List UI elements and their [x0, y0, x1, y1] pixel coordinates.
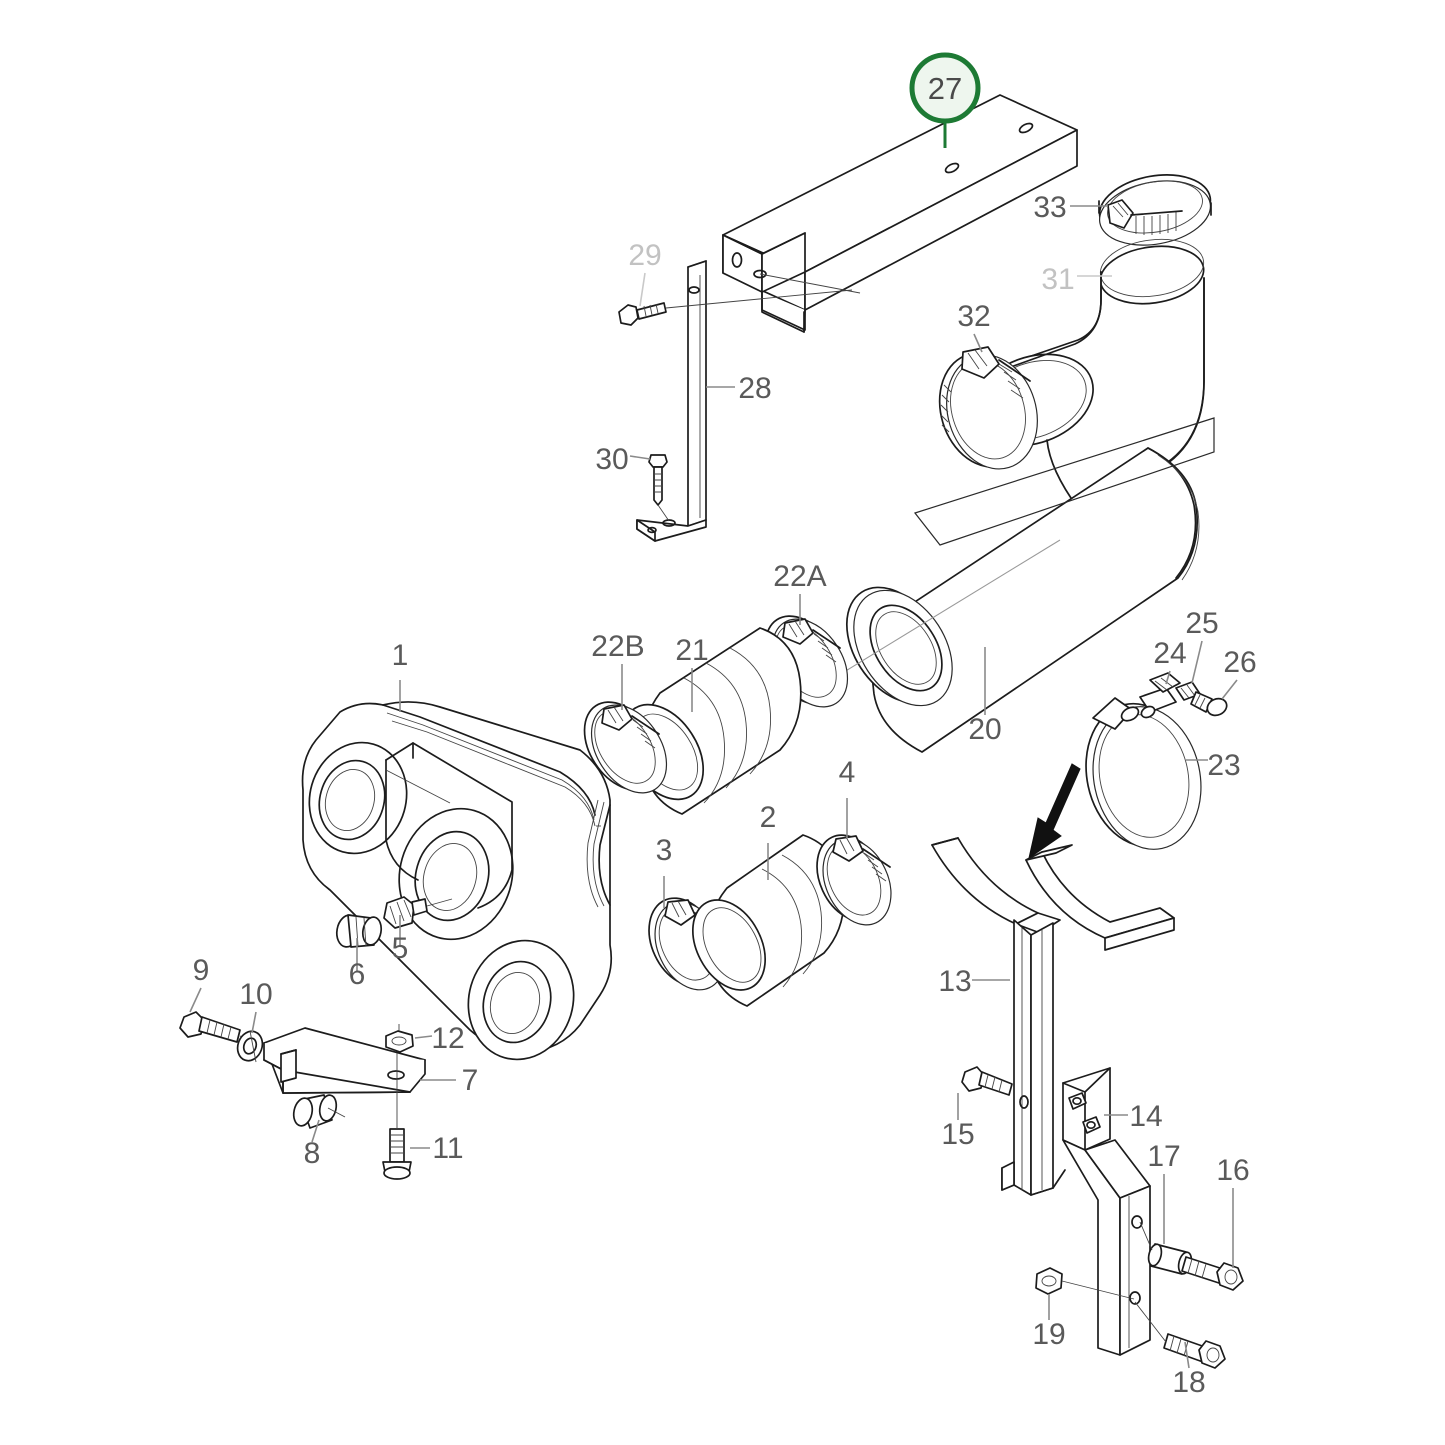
- part-29-bolt: [618, 289, 853, 326]
- callout-5: 5: [392, 932, 409, 965]
- callout-1: 1: [392, 639, 409, 672]
- part-8-bushing: [292, 1094, 346, 1129]
- callout-11: 11: [432, 1132, 463, 1165]
- part-28-strap-bracket: [636, 260, 707, 542]
- callout-25: 25: [1185, 607, 1218, 640]
- callout-31: 31: [1041, 263, 1074, 296]
- callout-9: 9: [193, 954, 210, 987]
- part-23-v-band-clamp: [1085, 687, 1202, 850]
- callout-7: 7: [462, 1064, 479, 1097]
- callout-14: 14: [1129, 1100, 1162, 1133]
- leader-lines: [189, 205, 1238, 1369]
- part-2-intake-hose: [692, 834, 845, 1007]
- part-32-hose-clamp: [938, 346, 1038, 470]
- part-15-bolt: [961, 1066, 1013, 1096]
- part-12-nut: [385, 1024, 414, 1053]
- callout-4: 4: [839, 756, 856, 789]
- callout-18: 18: [1172, 1366, 1205, 1399]
- highlight-callout-27[interactable]: 27: [909, 52, 981, 148]
- callout-6: 6: [349, 958, 366, 991]
- part-27-support-beam: [722, 94, 1078, 333]
- part-26-bolt: [1190, 691, 1228, 717]
- part-11-flange-bolt: [382, 1053, 412, 1180]
- callout-21: 21: [675, 634, 708, 667]
- part-5-fitting: [383, 896, 453, 929]
- callout-22a: 22A: [773, 560, 826, 593]
- part-30-bolt: [648, 454, 670, 522]
- part-13-channel-bracket: [931, 837, 1175, 1196]
- callout-23: 23: [1207, 749, 1240, 782]
- callout-24: 24: [1153, 637, 1186, 670]
- callout-10: 10: [239, 978, 272, 1011]
- callout-17: 17: [1147, 1140, 1180, 1173]
- part-33-hose-clamp: [1098, 174, 1212, 246]
- part-20-air-filter-canister: [699, 417, 1215, 761]
- assembly-arrow: [1028, 763, 1081, 860]
- callout-28: 28: [738, 372, 771, 405]
- callout-33: 33: [1033, 191, 1066, 224]
- callout-labels: 1 2 3 4 5 6 7 8 9 10 11 12 13 14 15 16 1…: [193, 191, 1257, 1399]
- callout-15: 15: [941, 1118, 974, 1151]
- callout-26: 26: [1223, 646, 1256, 679]
- part-4-hose-clamp: [816, 834, 892, 926]
- callout-30: 30: [595, 443, 628, 476]
- highlight-callout-label: 27: [928, 71, 962, 106]
- callout-2: 2: [760, 801, 777, 834]
- callout-22b: 22B: [591, 630, 644, 663]
- part-7-mounting-plate: [263, 1027, 426, 1094]
- part-10-washer: [236, 1030, 264, 1063]
- callout-29: 29: [628, 239, 661, 272]
- callout-16: 16: [1216, 1154, 1249, 1187]
- callout-19: 19: [1032, 1318, 1065, 1351]
- callout-20: 20: [968, 713, 1001, 746]
- callout-8: 8: [304, 1137, 321, 1170]
- part-1-air-cleaner-housing: [301, 701, 613, 1061]
- part-24-nut: [1149, 672, 1181, 693]
- part-19-nut: [1035, 1267, 1135, 1300]
- callout-13: 13: [938, 965, 971, 998]
- callout-32: 32: [957, 300, 990, 333]
- part-22b-hose-clamp: [583, 701, 668, 794]
- callout-3: 3: [656, 834, 673, 867]
- callout-12: 12: [431, 1022, 464, 1055]
- part-9-bolt: [179, 1011, 259, 1044]
- part-6-plug: [335, 914, 383, 948]
- part-16-bolt: [1181, 1256, 1244, 1291]
